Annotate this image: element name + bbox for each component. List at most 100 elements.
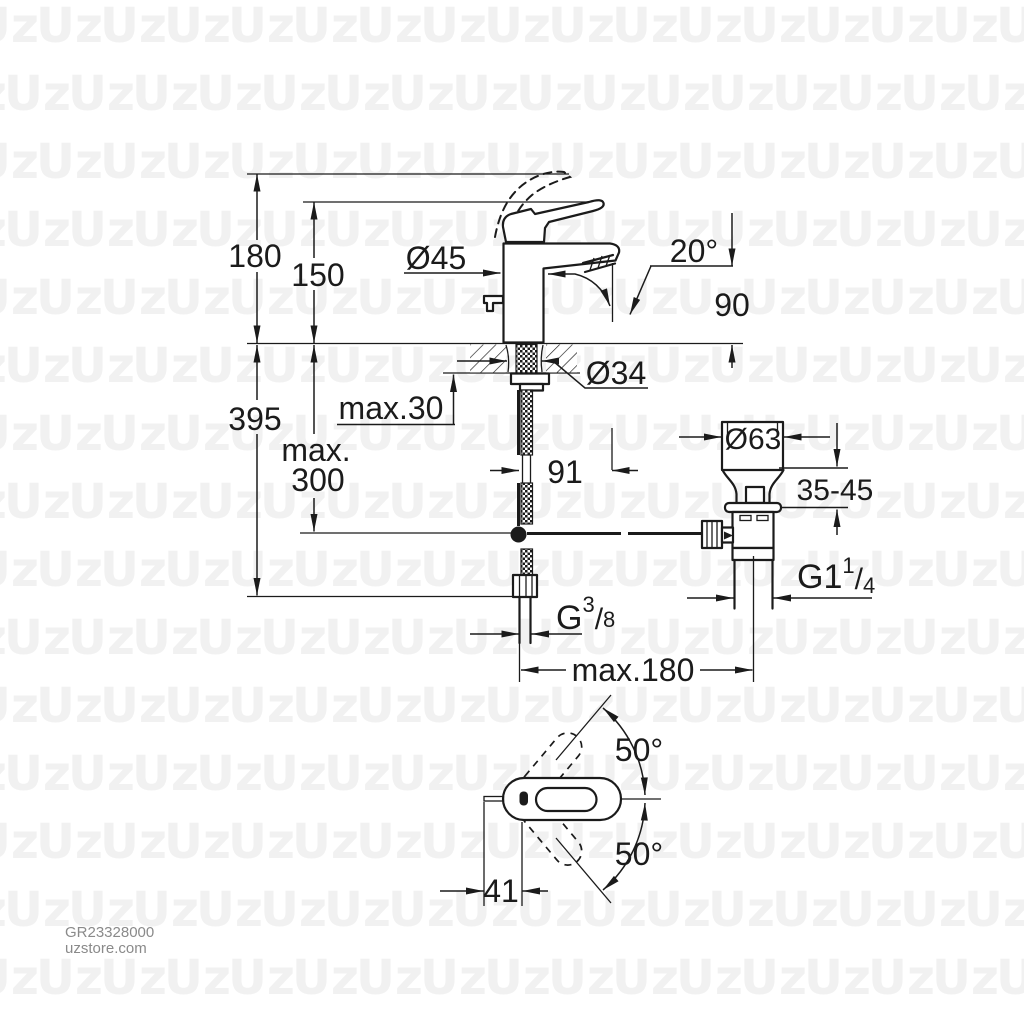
dim-label-150: 150 [291, 257, 344, 293]
watermark-tile: Uz [708, 610, 775, 666]
watermark-tile: Uz [932, 814, 999, 870]
watermark-tile: Uz [324, 66, 391, 122]
watermark-tile: Uz [0, 338, 7, 394]
watermark-tile: Uz [4, 882, 71, 938]
watermark-tile: Uz [260, 882, 327, 938]
watermark-tile: Uz [36, 406, 103, 462]
watermark-tile: Uz [964, 66, 1024, 122]
watermark-tile: Uz [708, 1018, 775, 1024]
watermark-tile: Uz [324, 202, 391, 258]
watermark-tile: Uz [324, 1018, 391, 1024]
watermark-tile: Uz [900, 66, 967, 122]
watermark-tile: Uz [100, 0, 167, 54]
dim-label-90: 90 [714, 287, 750, 323]
watermark-tile: Uz [356, 678, 423, 734]
mounting-nut [509, 372, 551, 386]
watermark-tile: Uz [356, 134, 423, 190]
supply-hose [520, 389, 534, 576]
watermark-tile: Uz [548, 542, 615, 598]
watermark-tile: Uz [644, 882, 711, 938]
watermark-tile: Uz [804, 0, 871, 54]
watermark-tile: Uz [228, 0, 295, 54]
watermark-tile: Uz [324, 474, 391, 530]
watermark-tile: Uz [260, 746, 327, 802]
watermark-tile: Uz [420, 0, 487, 54]
watermark-tile: Uz [548, 406, 615, 462]
watermark-tile: Uz [4, 610, 71, 666]
dim-label-395: 395 [228, 401, 281, 437]
watermark-tile: Uz [644, 338, 711, 394]
watermark-tile: Uz [292, 814, 359, 870]
watermark-tile: Uz [612, 134, 679, 190]
waste-stem [744, 485, 766, 505]
watermark-tile: Uz [196, 474, 263, 530]
dim-d45: Ø45 [404, 240, 501, 277]
watermark-tile: Uz [0, 202, 7, 258]
watermark-tile: Uz [292, 406, 359, 462]
watermark-tile: Uz [36, 0, 103, 54]
dim-180: 180 [228, 174, 282, 343]
watermark-tile: Uz [516, 1018, 583, 1024]
watermark-tile: Uz [196, 1018, 263, 1024]
watermark-tile: Uz [964, 746, 1024, 802]
watermark-tile: Uz [708, 202, 775, 258]
watermark-tile: Uz [868, 0, 935, 54]
watermark-tile: Uz [932, 270, 999, 326]
watermark-tile: Uz [772, 202, 839, 258]
watermark-tile: Uz [580, 474, 647, 530]
watermark-tile: Uz [708, 66, 775, 122]
watermark-tile: Uz [356, 270, 423, 326]
watermark-tile: Uz [4, 746, 71, 802]
watermark-tile: Uz [452, 474, 519, 530]
dim-50deg-lower: 50° [602, 802, 663, 891]
watermark-tile: Uz [356, 814, 423, 870]
watermark-tile: Uz [324, 882, 391, 938]
watermark-tile: Uz [964, 610, 1024, 666]
watermark-tile: Uz [260, 338, 327, 394]
popup-actuator [482, 294, 505, 313]
watermark-tile: Uz [292, 678, 359, 734]
watermark-tile: Uz [4, 474, 71, 530]
lever-mark [519, 791, 528, 806]
dim-label-20deg: 20° [670, 233, 718, 269]
watermark-tile: Uz [420, 134, 487, 190]
watermark-tile: Uz [676, 678, 743, 734]
watermark-tile: Uz [100, 270, 167, 326]
watermark-tile: Uz [164, 678, 231, 734]
watermark-tile: Uz [36, 950, 103, 1006]
watermark-tile: Uz [228, 814, 295, 870]
watermark-tile: Uz [836, 474, 903, 530]
watermark-tile: Uz [900, 1018, 967, 1024]
watermark-tile: Uz [388, 66, 455, 122]
watermark-tile: Uz [164, 270, 231, 326]
watermark-tile: Uz [452, 66, 519, 122]
dim-label-g3-8: G3/8 [556, 592, 615, 637]
dim-91: 91 [490, 428, 638, 490]
watermark-tile: Uz [548, 270, 615, 326]
watermark-tile: Uz [996, 678, 1024, 734]
watermark-tile: Uz [100, 406, 167, 462]
dim-label-91: 91 [547, 454, 583, 490]
watermark-tile: Uz [516, 66, 583, 122]
watermark-tile: Uz [740, 270, 807, 326]
watermark-tile: Uz [132, 610, 199, 666]
dim-41: 41 [440, 802, 548, 909]
watermark-tile: Uz [292, 542, 359, 598]
watermark-tile: Uz [0, 474, 7, 530]
watermark-tile: Uz [100, 814, 167, 870]
watermark-tile: Uz [68, 66, 135, 122]
watermark-tile: Uz [132, 338, 199, 394]
watermark-tile: Uz [996, 270, 1024, 326]
lever-raised-dashed [494, 170, 573, 238]
watermark-tile: Uz [164, 950, 231, 1006]
watermark-tile: Uz [996, 134, 1024, 190]
watermark-tile: Uz [900, 202, 967, 258]
watermark-tile: Uz [100, 542, 167, 598]
watermark-tile: Uz [484, 814, 551, 870]
supply-stub [483, 795, 505, 802]
dim-label-d45: Ø45 [406, 240, 466, 276]
watermark-tile: Uz [836, 202, 903, 258]
watermark-tile: Uz [452, 610, 519, 666]
